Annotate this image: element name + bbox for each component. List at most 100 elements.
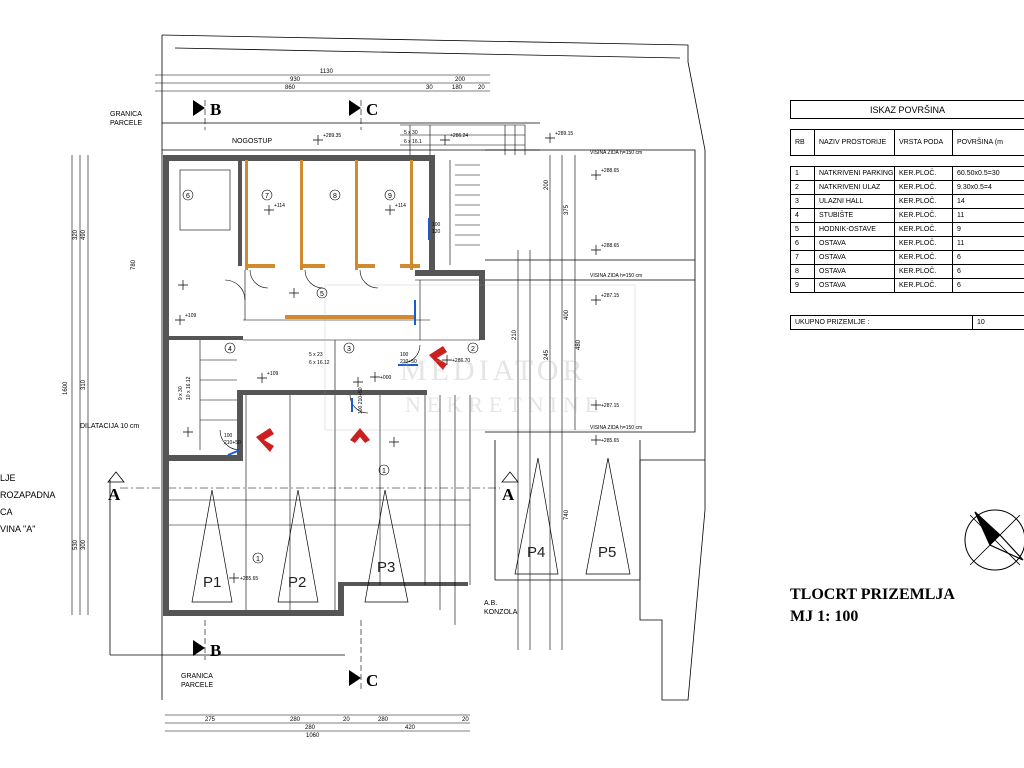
section-c-bottom: C: [366, 671, 378, 690]
parking-p5: P5: [598, 544, 616, 561]
dim-right-245: 245: [544, 349, 550, 360]
side-note: CA: [0, 507, 13, 517]
dim-top-1130: 1130: [320, 69, 334, 75]
cell: 14: [951, 194, 1024, 209]
dim-right-210: 210: [512, 329, 518, 340]
level-value: +288.65: [601, 168, 619, 174]
drawing-title-line2: MJ 1: 100: [790, 608, 859, 625]
dim-bottom-1060: 1060: [306, 733, 320, 739]
total-value: 10: [972, 315, 1024, 330]
room-number-5: 5: [320, 291, 324, 298]
section-c-top: C: [366, 100, 378, 119]
total-label: UKUPNO PRIZEMLJE :: [790, 315, 973, 330]
cell: KER.PLOČ.: [894, 166, 953, 181]
watermark: MEDIATOR NEKRETNINE: [324, 284, 636, 431]
dim-bottom-280c: 280: [305, 725, 316, 731]
room-number-2: 2: [471, 346, 475, 353]
room-number-1a: 1: [256, 556, 260, 563]
cell: KER.PLOČ.: [894, 250, 953, 265]
cell: KER.PLOČ.: [894, 278, 953, 293]
dim-bottom-420: 420: [405, 725, 416, 731]
level-value: +000: [380, 375, 391, 381]
label-nogostup: NOGOSTUP: [232, 138, 272, 145]
label-stair-1: 5 x 30: [404, 130, 418, 136]
label-konzola-1: A.B.: [484, 600, 497, 607]
label-door-2b: 210+50: [400, 359, 417, 365]
level-value: +286.24: [450, 133, 468, 139]
dim-bottom-280b: 280: [378, 717, 389, 723]
room-number-9: 9: [388, 193, 392, 200]
cell: 5: [790, 222, 815, 237]
side-notes: LJE ROZAPADNA CA VINA "A": [0, 470, 55, 538]
label-door-1b: 210+50: [224, 440, 241, 446]
label-stair-5: 5 x 23: [309, 352, 323, 358]
label-granica-bottom-1: GRANICA: [181, 673, 213, 680]
room-number-4: 4: [228, 346, 232, 353]
section-b-top: B: [210, 100, 221, 119]
dim-top-860: 860: [285, 85, 296, 91]
level-value: +109: [185, 313, 196, 319]
dim-top-30: 30: [426, 85, 433, 91]
dim-right-740: 740: [564, 509, 570, 520]
level-value: +289.35: [323, 133, 341, 139]
label-stair-2: 6 x 16.1: [404, 139, 422, 145]
cell: ULAZNI HALL: [814, 194, 895, 209]
north-arrow-icon: [964, 509, 1024, 571]
cell: 9: [790, 278, 815, 293]
level-value: +114: [395, 203, 406, 209]
cell: KER.PLOČ.: [894, 236, 953, 251]
dim-right-200: 200: [544, 179, 550, 190]
label-granica-top-1: GRANICA: [110, 111, 142, 118]
cell: KER.PLOČ.: [894, 208, 953, 223]
drawing-title-line1: TLOCRT PRIZEMLJA: [790, 586, 955, 603]
section-b-bottom: B: [210, 641, 221, 660]
cell: 7: [790, 250, 815, 265]
level-value: +114: [274, 203, 285, 209]
dim-right-400: 400: [564, 309, 570, 320]
dim-right-375: 375: [564, 204, 570, 215]
dim-left-780: 780: [131, 259, 137, 270]
label-konzola-2: KONZOLA: [484, 609, 518, 616]
dim-left-310: 310: [81, 379, 87, 390]
level-value: +288.65: [601, 243, 619, 249]
parking-p1: P1: [203, 574, 221, 591]
level-value: +286.70: [452, 358, 470, 364]
dim-left-320: 320: [73, 229, 79, 240]
area-table-header-area: POVRŠINA (m: [951, 129, 1024, 156]
entrance-arrows: [256, 346, 447, 452]
side-note: LJE: [0, 473, 16, 483]
label-door-4: 100: [432, 222, 441, 228]
cell: 9: [951, 222, 1024, 237]
cell: 6: [790, 236, 815, 251]
cell: OSTAVA: [814, 236, 895, 251]
parking-p3: P3: [377, 559, 395, 576]
cell: 60.50x0.5=30: [951, 166, 1024, 181]
room-number-1b: 1: [382, 468, 386, 475]
label-granica-bottom-2: PARCELE: [181, 682, 213, 689]
dimension-lines: [71, 74, 576, 732]
label-stair-3: 9 x 30: [178, 386, 184, 400]
dim-left-490: 490: [81, 229, 87, 240]
cell: OSTAVA: [814, 278, 895, 293]
dim-top-20: 20: [478, 85, 485, 91]
dim-bottom-275: 275: [205, 717, 216, 723]
cell: 11: [951, 208, 1024, 223]
level-value: +287.15: [601, 293, 619, 299]
room-number-6: 6: [186, 193, 190, 200]
section-a-right: A: [502, 485, 515, 504]
cell: 3: [790, 194, 815, 209]
cell: KER.PLOČ.: [894, 180, 953, 195]
section-markers: B C B C A A: [107, 100, 519, 690]
inner-lines: [169, 124, 526, 625]
label-door-2: 100: [400, 352, 409, 358]
dim-left-530: 530: [73, 539, 79, 550]
label-door-3: 100 210+50: [358, 387, 364, 414]
cell: STUBIŠTE: [814, 208, 895, 223]
